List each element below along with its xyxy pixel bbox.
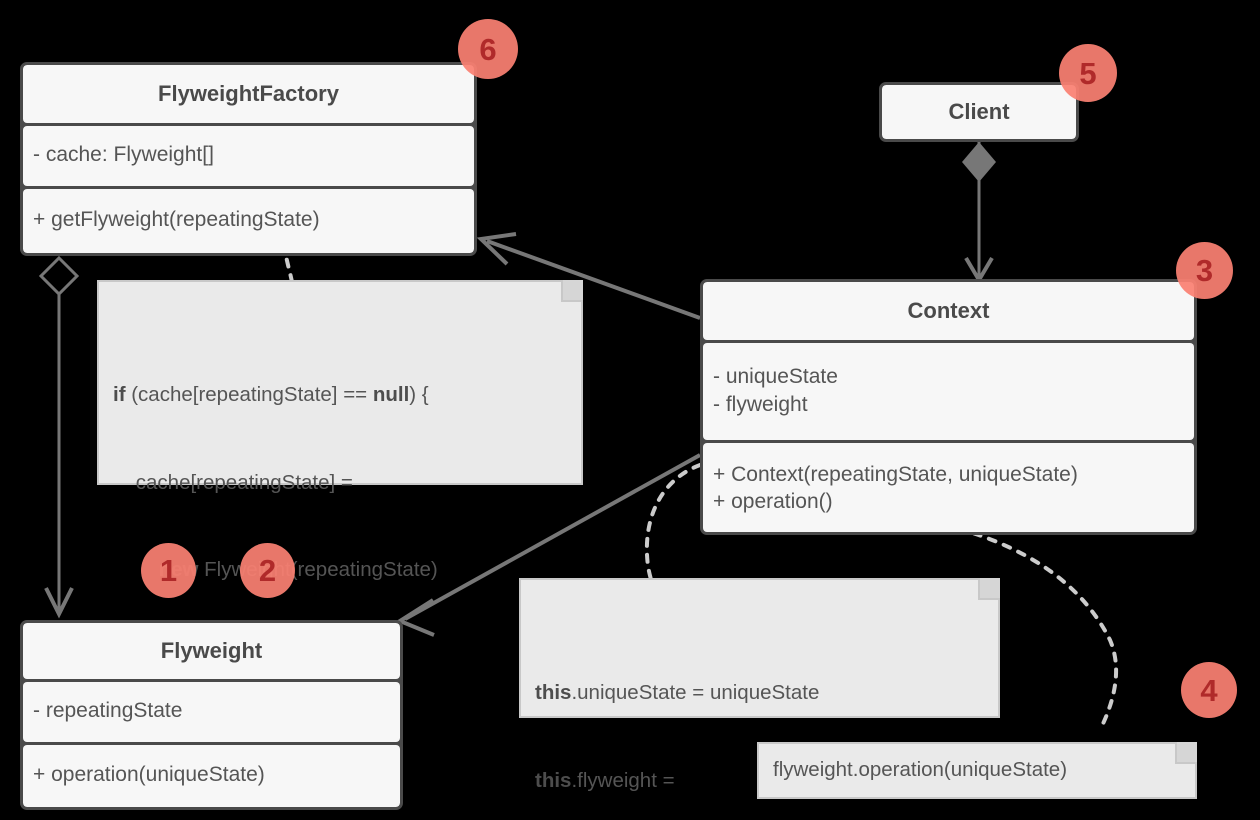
divider [23,186,474,189]
method-operation-unique-state: + operation(uniqueState) [33,763,265,787]
note-fold-corner [1175,742,1197,764]
divider [23,123,474,126]
class-methods-flyweight: + operation(uniqueState) [23,745,400,807]
field-unique-state: - uniqueState [713,365,838,389]
class-fields-flyweight: - repeatingState [23,682,400,742]
edge-factory-to-flyweight [38,255,80,619]
step-badge-1-label: 1 [159,553,178,588]
note-fold-corner [561,280,583,302]
class-title-flyweight: Flyweight [23,623,400,679]
note-factory-code-line-1: if (cache[repeatingState] == null) { [113,383,429,407]
class-box-client[interactable]: Client [879,82,1079,142]
divider [703,440,1194,443]
divider [703,340,1194,343]
step-badge-2[interactable]: 2 [240,543,295,598]
class-title-client: Client [882,85,1076,139]
class-box-flyweight[interactable]: Flyweight - repeatingState + operation(u… [20,620,403,810]
step-badge-3-label: 3 [1195,253,1214,288]
class-box-context[interactable]: Context - uniqueState - flyweight + Cont… [700,279,1197,535]
method-context-constructor: + Context(repeatingState, uniqueState) [713,462,1078,486]
class-fields-context: - uniqueState - flyweight [703,343,1194,440]
note-context-operation: flyweight.operation(uniqueState) [757,742,1197,799]
note-fold-corner [978,578,1000,600]
note-context-ctor-line-1: this.uniqueState = uniqueState [535,681,820,705]
field-repeating-state: - repeatingState [33,699,183,723]
step-badge-1[interactable]: 1 [141,543,196,598]
note-context-operation-text: flyweight.operation(uniqueState) [773,758,1068,782]
step-badge-6-label: 6 [479,31,497,67]
divider [23,742,400,745]
class-fields-flyweight-factory: - cache: Flyweight[] [23,126,474,186]
note-factory-code: if (cache[repeatingState] == null) { cac… [97,280,583,756]
divider [23,679,400,682]
method-get-flyweight: + getFlyweight(repeatingState) [33,208,320,232]
note-factory-code-line-2: cache[repeatingState] = [113,470,353,494]
class-methods-flyweight-factory: + getFlyweight(repeatingState) [23,189,474,253]
step-badge-2-label: 2 [258,553,277,588]
class-title-context: Context [703,282,1194,340]
field-flyweight: - flyweight [713,392,808,416]
note-context-ctor-line-2: this.flyweight = [535,768,675,792]
note-context-constructor: this.uniqueState = uniqueState this.flyw… [519,578,1000,792]
method-operation: + operation() [713,490,833,513]
step-badge-4-label: 4 [1200,672,1218,708]
step-badge-5[interactable]: 5 [1059,44,1117,102]
class-box-flyweight-factory[interactable]: FlyweightFactory - cache: Flyweight[] + … [20,62,477,256]
step-badge-6[interactable]: 6 [458,19,518,79]
class-title-flyweight-factory: FlyweightFactory [23,65,474,123]
edge-client-to-context [962,142,996,284]
note-leader-factory-code [284,254,294,284]
step-badge-5-label: 5 [1079,55,1097,91]
field-cache: - cache: Flyweight[] [33,143,214,167]
step-badge-4[interactable]: 4 [1181,662,1237,718]
class-methods-context: + Context(repeatingState, uniqueState) +… [703,443,1194,532]
step-badge-3[interactable]: 3 [1176,242,1233,299]
